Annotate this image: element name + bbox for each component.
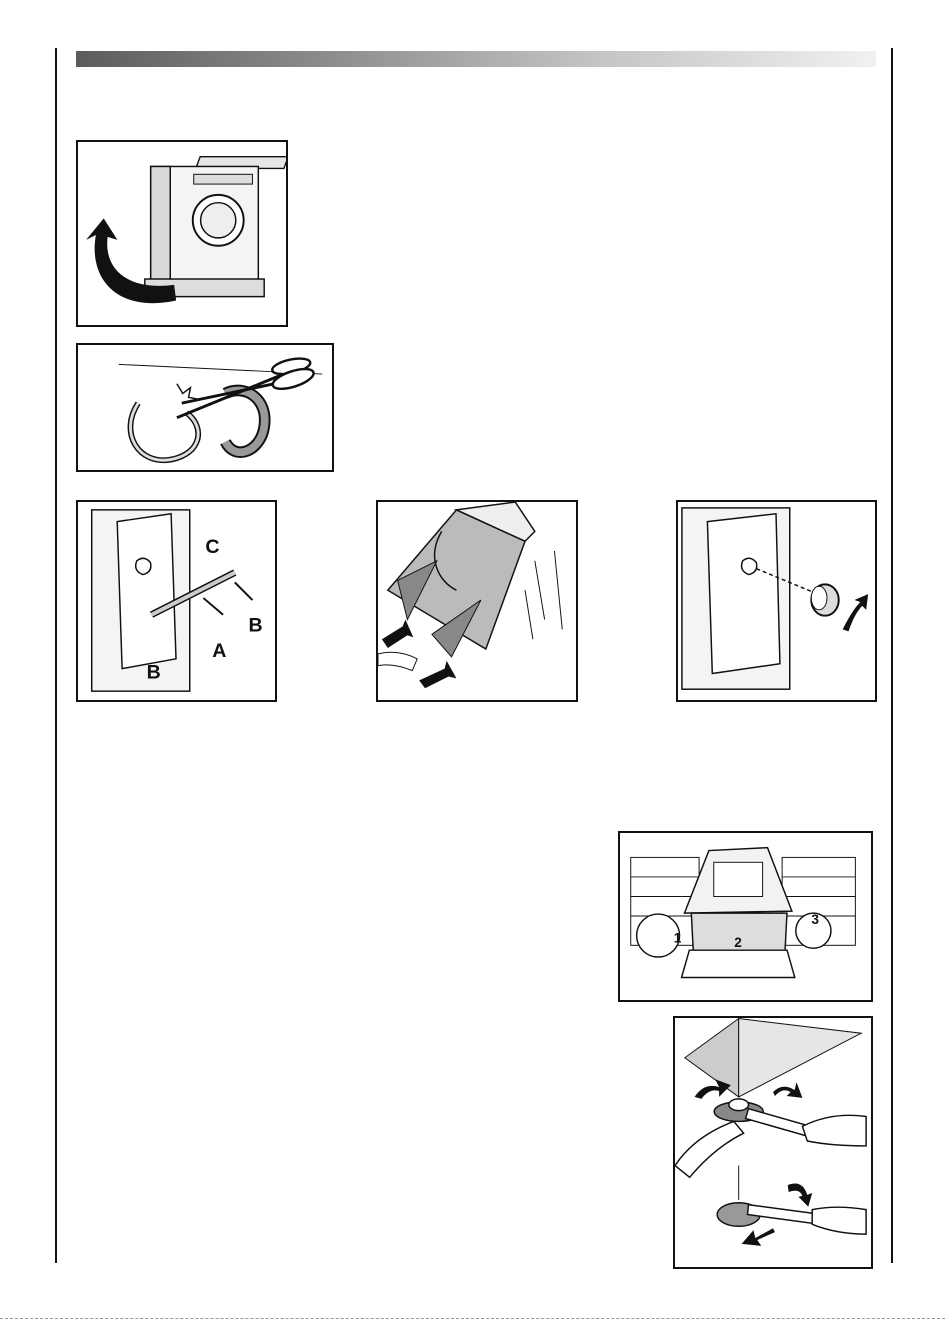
- callout-b-right: B: [249, 614, 263, 636]
- callout-a: A: [212, 640, 226, 662]
- step-1-label: 1: [674, 930, 682, 945]
- figure-tilt-machine: [376, 500, 578, 702]
- arrow-down-left-icon: [382, 620, 413, 648]
- hose-and-cable-illustration: [78, 345, 332, 470]
- curved-arrow-up-icon: [843, 594, 868, 631]
- levelling-feet-illustration: [675, 1018, 871, 1267]
- figure-transit-bracket: C B A B: [76, 500, 277, 702]
- right-margin-rule: [891, 48, 893, 1263]
- step-2-label: 2: [734, 935, 742, 950]
- niche-installation-illustration: 1 2 3: [620, 833, 871, 1000]
- callout-c: C: [205, 536, 219, 558]
- page-bottom-edge: [0, 1318, 945, 1319]
- figure-hole-cap: [676, 500, 877, 702]
- figure-foot-levelling: [673, 1016, 873, 1269]
- figure-packaging-removal: [76, 140, 288, 327]
- left-margin-rule: [55, 48, 57, 1263]
- cap-insertion-illustration: [678, 502, 875, 700]
- washing-machine-illustration: [78, 142, 286, 325]
- figure-cut-ties: [76, 343, 334, 472]
- callout-b-left: B: [147, 661, 161, 683]
- section-header-bar: [76, 51, 876, 67]
- figure-installation-niche: 1 2 3: [618, 831, 873, 1002]
- step-3-label: 3: [811, 912, 819, 927]
- bracket-removal-illustration: C B A B: [78, 502, 275, 700]
- tilted-machine-illustration: [378, 502, 576, 700]
